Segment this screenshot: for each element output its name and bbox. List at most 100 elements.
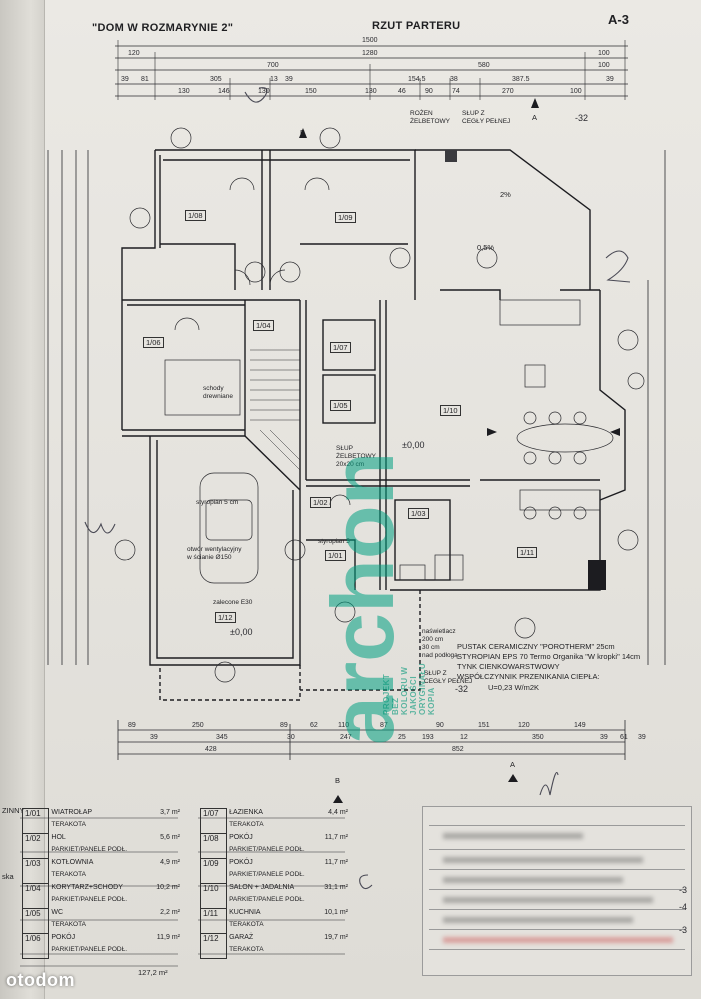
dim-b2-8: 39 — [600, 734, 608, 741]
section-a-bottom: A — [510, 760, 516, 769]
side-fragment-2: ska — [2, 872, 14, 881]
dim-b1-5: 87 — [380, 722, 388, 729]
dim-b1-2: 89 — [280, 722, 288, 729]
room-finish: PARKIET/PANELE PODŁ. — [229, 846, 305, 853]
sheet-number: A-3 — [608, 12, 629, 27]
dim-r4-8: 39 — [606, 76, 614, 83]
room-tag-1-04: 1/04 — [253, 320, 274, 331]
room-finish: TERAKOTA — [51, 821, 86, 828]
label-pillar: SŁUP Z CEGŁY PEŁNEJ — [424, 670, 473, 685]
room-tag-1-12: 1/12 — [215, 612, 236, 623]
room-finish-row: PARKIET/PANELE PODŁ. — [23, 846, 183, 859]
room-name: KORYTARZ+SCHODY — [51, 883, 123, 891]
elevation-top: -32 — [575, 113, 589, 123]
dim-r5-6: 90 — [425, 88, 433, 95]
room-area: 10,2 m² — [156, 883, 180, 891]
room-finish-row: TERAKOTA — [23, 871, 183, 884]
room-finish-row: PARKIET/PANELE PODŁ. — [201, 846, 351, 859]
dim-r5-7: 74 — [452, 88, 460, 95]
dim-b1-9: 149 — [574, 722, 586, 729]
dim-b1-3: 62 — [310, 722, 318, 729]
room-code: 1/06 — [21, 933, 50, 959]
label-vent: otwór wentylacyjny w ścianie Ø150 — [187, 546, 242, 561]
dim-top-100: 100 — [598, 50, 610, 57]
dim-r5-0: 130 — [178, 88, 190, 95]
dim-r5-4: 130 — [365, 88, 377, 95]
room-tag-1-07: 1/07 — [330, 342, 351, 353]
dim-r4-7: 387.5 — [512, 76, 530, 83]
wall-spec-1: PUSTAK CERAMICZNY "POROTHERM" 25cm — [457, 642, 615, 651]
room-finish: TERAKOTA — [229, 821, 264, 828]
section-a-top: A — [532, 113, 538, 122]
room-finish-row: TERAKOTA — [201, 821, 351, 834]
room-code: 1/11 — [199, 908, 228, 934]
label-slope: 0,5% — [477, 243, 495, 252]
otodom-logo: otodom — [6, 970, 75, 990]
room-finish-row: PARKIET/PANELE PODŁ. — [23, 946, 183, 959]
room-area: 19,7 m² — [324, 933, 348, 941]
room-finish: TERAKOTA — [229, 946, 264, 953]
room-name: POKÓJ — [51, 933, 76, 941]
project-title: "DOM W ROZMARYNIE 2" — [92, 22, 234, 34]
label-polystyrene-2: styropian 5 — [318, 538, 350, 545]
dim-r5-8: 270 — [502, 88, 514, 95]
room-area: 2,2 m² — [160, 908, 180, 916]
room-name: KUCHNIA — [229, 908, 261, 916]
room-finish: PARKIET/PANELE PODŁ. — [229, 871, 305, 878]
dim-b1-1: 250 — [192, 722, 204, 729]
room-code: 1/03 — [21, 858, 50, 884]
dim-overall: 1500 — [362, 37, 378, 44]
dim-b2-1: 345 — [216, 734, 228, 741]
dim-b2-5: 193 — [422, 734, 434, 741]
room-code: 1/12 — [199, 933, 228, 959]
dim-r5-5: 46 — [398, 88, 406, 95]
elevation-bottom: -32 — [455, 684, 469, 694]
dim-b2-7: 350 — [532, 734, 544, 741]
wall-spec-2: STYROPIAN EPS 70 Termo Organika "W kropk… — [457, 652, 641, 661]
room-area: 10,1 m² — [324, 908, 348, 916]
room-area: 4,9 m² — [160, 858, 180, 866]
room-code: 1/02 — [21, 833, 50, 859]
room-area: 31,1 m² — [324, 883, 348, 891]
room-name: WC — [51, 908, 64, 916]
room-code: 1/07 — [199, 808, 228, 834]
dim-b1-4: 110 — [338, 722, 350, 729]
room-tag-1-08: 1/08 — [185, 210, 206, 221]
dim-r5-9: 100 — [570, 88, 582, 95]
room-code: 1/04 — [21, 883, 50, 909]
dim-b1-6: 90 — [436, 722, 444, 729]
room-finish: PARKIET/PANELE PODŁ. — [51, 846, 128, 853]
room-finish-row: TERAKOTA — [23, 921, 183, 934]
section-b-top: B — [300, 128, 306, 137]
room-finish-row: TERAKOTA — [23, 821, 183, 834]
room-code: 1/08 — [199, 833, 228, 859]
dim-b1-8: 120 — [518, 722, 530, 729]
label-rozen: ROŻEN ŻELBETOWY — [410, 110, 450, 125]
room-area: 11,7 m² — [324, 833, 348, 841]
room-finish: PARKIET/PANELE PODŁ. — [229, 896, 305, 903]
room-name: WIATROŁAP — [51, 808, 93, 816]
dim-r5-3: 150 — [305, 88, 317, 95]
room-area: 4,4 m² — [328, 808, 348, 816]
room-tag-1-10: 1/10 — [440, 405, 461, 416]
room-name: ŁAZIENKA — [229, 808, 263, 816]
label-column: SŁUP ŻELBETOWY 20x20 cm — [336, 445, 376, 468]
label-slope-2: 2% — [500, 190, 511, 199]
dim-r4-6: 38 — [450, 76, 458, 83]
wall-spec-5: U=0,23 W/m2K — [488, 683, 540, 692]
room-name: SALON + JADALNIA — [229, 883, 295, 891]
dim-r5-2: 130 — [258, 88, 270, 95]
room-finish: TERAKOTA — [51, 921, 86, 928]
dim-b3-0: 428 — [205, 746, 217, 753]
dim-b3-1: 852 — [452, 746, 464, 753]
wall-spec-4: WSPÓŁCZYNNIK PRZENIKANIA CIEPŁA: — [457, 672, 600, 681]
stamp-mark-2: -4 — [678, 902, 687, 912]
